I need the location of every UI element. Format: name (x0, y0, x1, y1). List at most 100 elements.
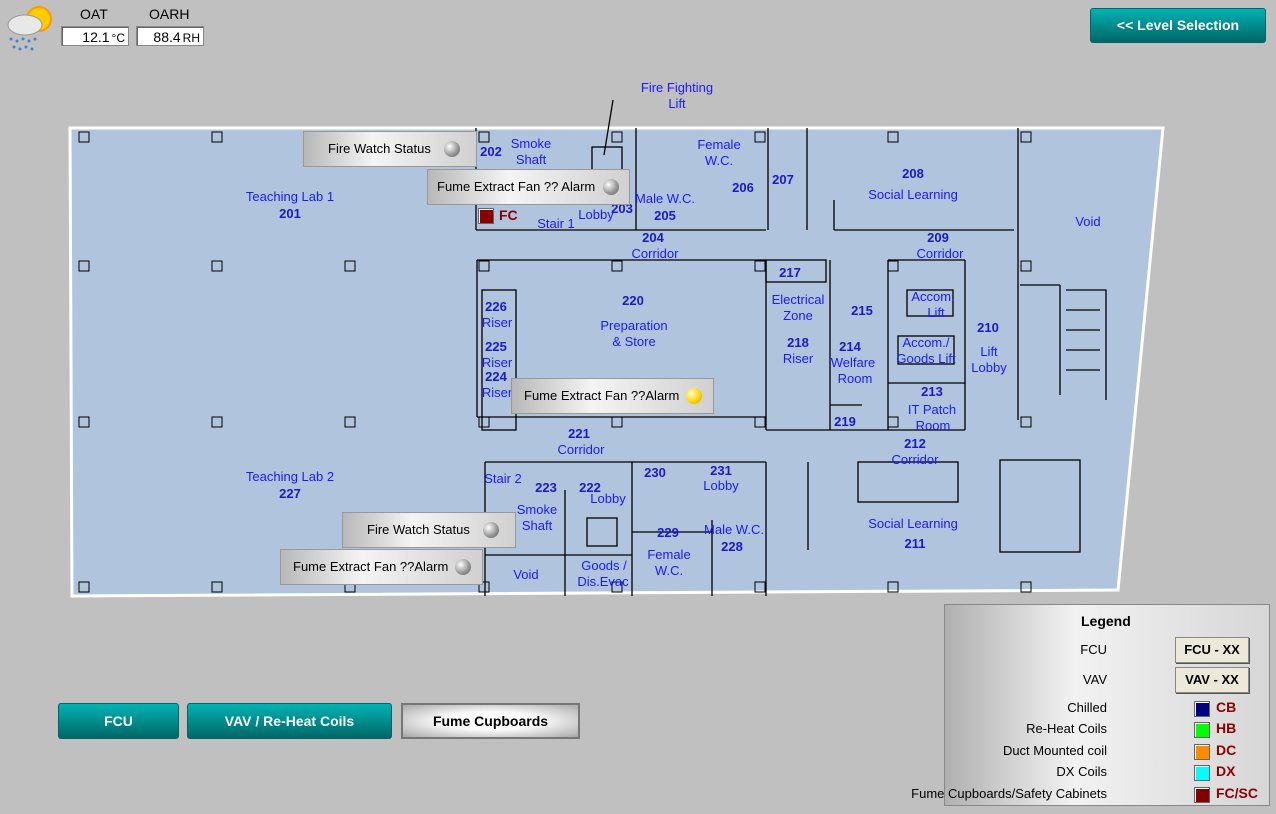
legend-code: DX (1216, 763, 1236, 779)
room-213-number: 213 (921, 384, 943, 399)
room-220-number: 220 (622, 293, 644, 308)
room-213-name-l2: Room (915, 418, 951, 433)
status-label: Fire Watch Status (328, 141, 431, 156)
fume-cupboard-marker[interactable] (478, 208, 494, 224)
accom-lift-l2: Lift (927, 305, 945, 320)
fire-watch-status-1[interactable]: Fire Watch Status (303, 131, 477, 167)
column-marker (754, 260, 766, 272)
fume-cupboards-button[interactable]: Fume Cupboards (401, 703, 580, 739)
fire-fighting-lift-l2: Lift (668, 96, 686, 111)
room-204-number: 204 (642, 230, 664, 245)
fume-extract-alarm-1[interactable]: Fume Extract Fan ?? Alarm (427, 169, 630, 205)
room-214-name: Welfare (830, 355, 876, 370)
floor-outline (68, 126, 1165, 598)
room-218-name: Riser (782, 351, 814, 366)
status-label: Fume Extract Fan ??Alarm (524, 388, 680, 403)
room-226-name: Riser (481, 315, 513, 330)
fire-fighting-lift: Fire Fighting (640, 80, 714, 95)
status-indicator-icon (455, 559, 471, 575)
fire-watch-status-2[interactable]: Fire Watch Status (342, 512, 516, 548)
room-212-number: 212 (904, 436, 926, 451)
column-marker (754, 131, 766, 143)
room-205-name: Male W.C. (635, 191, 695, 206)
column-marker (344, 260, 356, 272)
status-indicator-icon (603, 179, 619, 195)
column-marker (1020, 260, 1032, 272)
legend-fcu-label: FCU (1080, 642, 1107, 657)
legend-swatch-duct (1194, 744, 1210, 760)
smoke-shaft-1-l2: Shaft (515, 152, 547, 167)
smoke-shaft-2: Smoke (516, 502, 558, 517)
legend-swatch-chilled (1194, 701, 1210, 717)
column-marker (754, 581, 766, 593)
weather-icon (3, 3, 59, 53)
room-210-name: Lift (980, 344, 998, 359)
column-marker (78, 416, 90, 428)
status-label: Fume Extract Fan ?? Alarm (437, 179, 596, 194)
lobby-203: Lobby (578, 207, 614, 222)
room-225-name: Riser (481, 355, 513, 370)
smoke-shaft-2-l2: Shaft (521, 518, 553, 533)
legend-item-label: Duct Mounted coil (1002, 743, 1107, 758)
room-229-name-l2: W.C. (654, 563, 684, 578)
legend-code: DC (1216, 742, 1237, 758)
room-214-name-l2: Room (837, 371, 873, 386)
column-marker (211, 260, 223, 272)
legend-item-label: Re-Heat Coils (1026, 721, 1107, 736)
room-227-name: Teaching Lab 2 (245, 469, 335, 484)
electrical-zone-l2: Zone (783, 308, 813, 323)
room-218-number: 218 (787, 335, 809, 350)
column-marker (211, 416, 223, 428)
room-221-number: 221 (568, 426, 590, 441)
legend-swatch-dx (1194, 765, 1210, 781)
room-223-number: 223 (535, 480, 557, 495)
level-selection-button[interactable]: << Level Selection (1090, 8, 1266, 43)
room-229-number: 229 (657, 525, 679, 540)
vav-reheat-button[interactable]: VAV / Re-Heat Coils (187, 703, 392, 739)
legend-code: FC/SC (1216, 785, 1258, 801)
room-228-number: 228 (721, 539, 743, 554)
room-227-number: 227 (279, 486, 301, 501)
column-marker (1020, 581, 1032, 593)
room-226-number: 226 (485, 299, 507, 314)
room-222-number: 222 (579, 480, 601, 495)
room-211-name: Social Learning (868, 516, 958, 531)
fcu-button[interactable]: FCU (58, 703, 179, 739)
column-marker (887, 131, 899, 143)
status-indicator-icon (686, 388, 702, 404)
legend-title: Legend (1081, 613, 1131, 629)
oat-value: 12.1°C (61, 26, 129, 46)
smoke-shaft-1: Smoke (510, 136, 552, 151)
oat-label: OAT (80, 6, 108, 22)
legend-item-label: Chilled (1067, 700, 1107, 715)
legend-item-label: Fume Cupboards/Safety Cabinets (911, 786, 1107, 801)
female-wc-1: Female (697, 137, 741, 152)
oat-unit: °C (111, 31, 125, 45)
oarh-unit: RH (182, 31, 200, 45)
room-207-number: 207 (772, 172, 794, 187)
legend-vav-button: VAV - XX (1175, 667, 1249, 693)
fume-extract-alarm-3[interactable]: Fume Extract Fan ??Alarm (280, 549, 483, 585)
void-1: Void (1075, 214, 1101, 229)
column-marker (611, 581, 623, 593)
fume-extract-alarm-2[interactable]: Fume Extract Fan ??Alarm (511, 378, 714, 414)
legend-vav-label: VAV (1082, 672, 1107, 687)
legend-panel: Legend FCU FCU - XX VAV VAV - XX Chilled… (911, 604, 1270, 806)
legend-code: CB (1216, 699, 1237, 715)
oat-number: 12.1 (82, 29, 110, 45)
room-208-number: 208 (902, 166, 924, 181)
room-224-name: Riser (481, 385, 513, 400)
room-228-name: Male W.C. (704, 522, 764, 537)
room-206-number: 206 (732, 180, 754, 195)
room-210-number: 210 (977, 320, 999, 335)
room-201-number: 201 (279, 206, 301, 221)
oarh-number: 88.4 (153, 29, 181, 45)
room-208-name: Social Learning (868, 187, 958, 202)
column-marker (1020, 131, 1032, 143)
room-205-number: 205 (654, 208, 676, 223)
room-230-number: 230 (644, 465, 666, 480)
column-marker (78, 131, 90, 143)
column-marker (478, 260, 490, 272)
legend-swatch-reheat (1194, 722, 1210, 738)
